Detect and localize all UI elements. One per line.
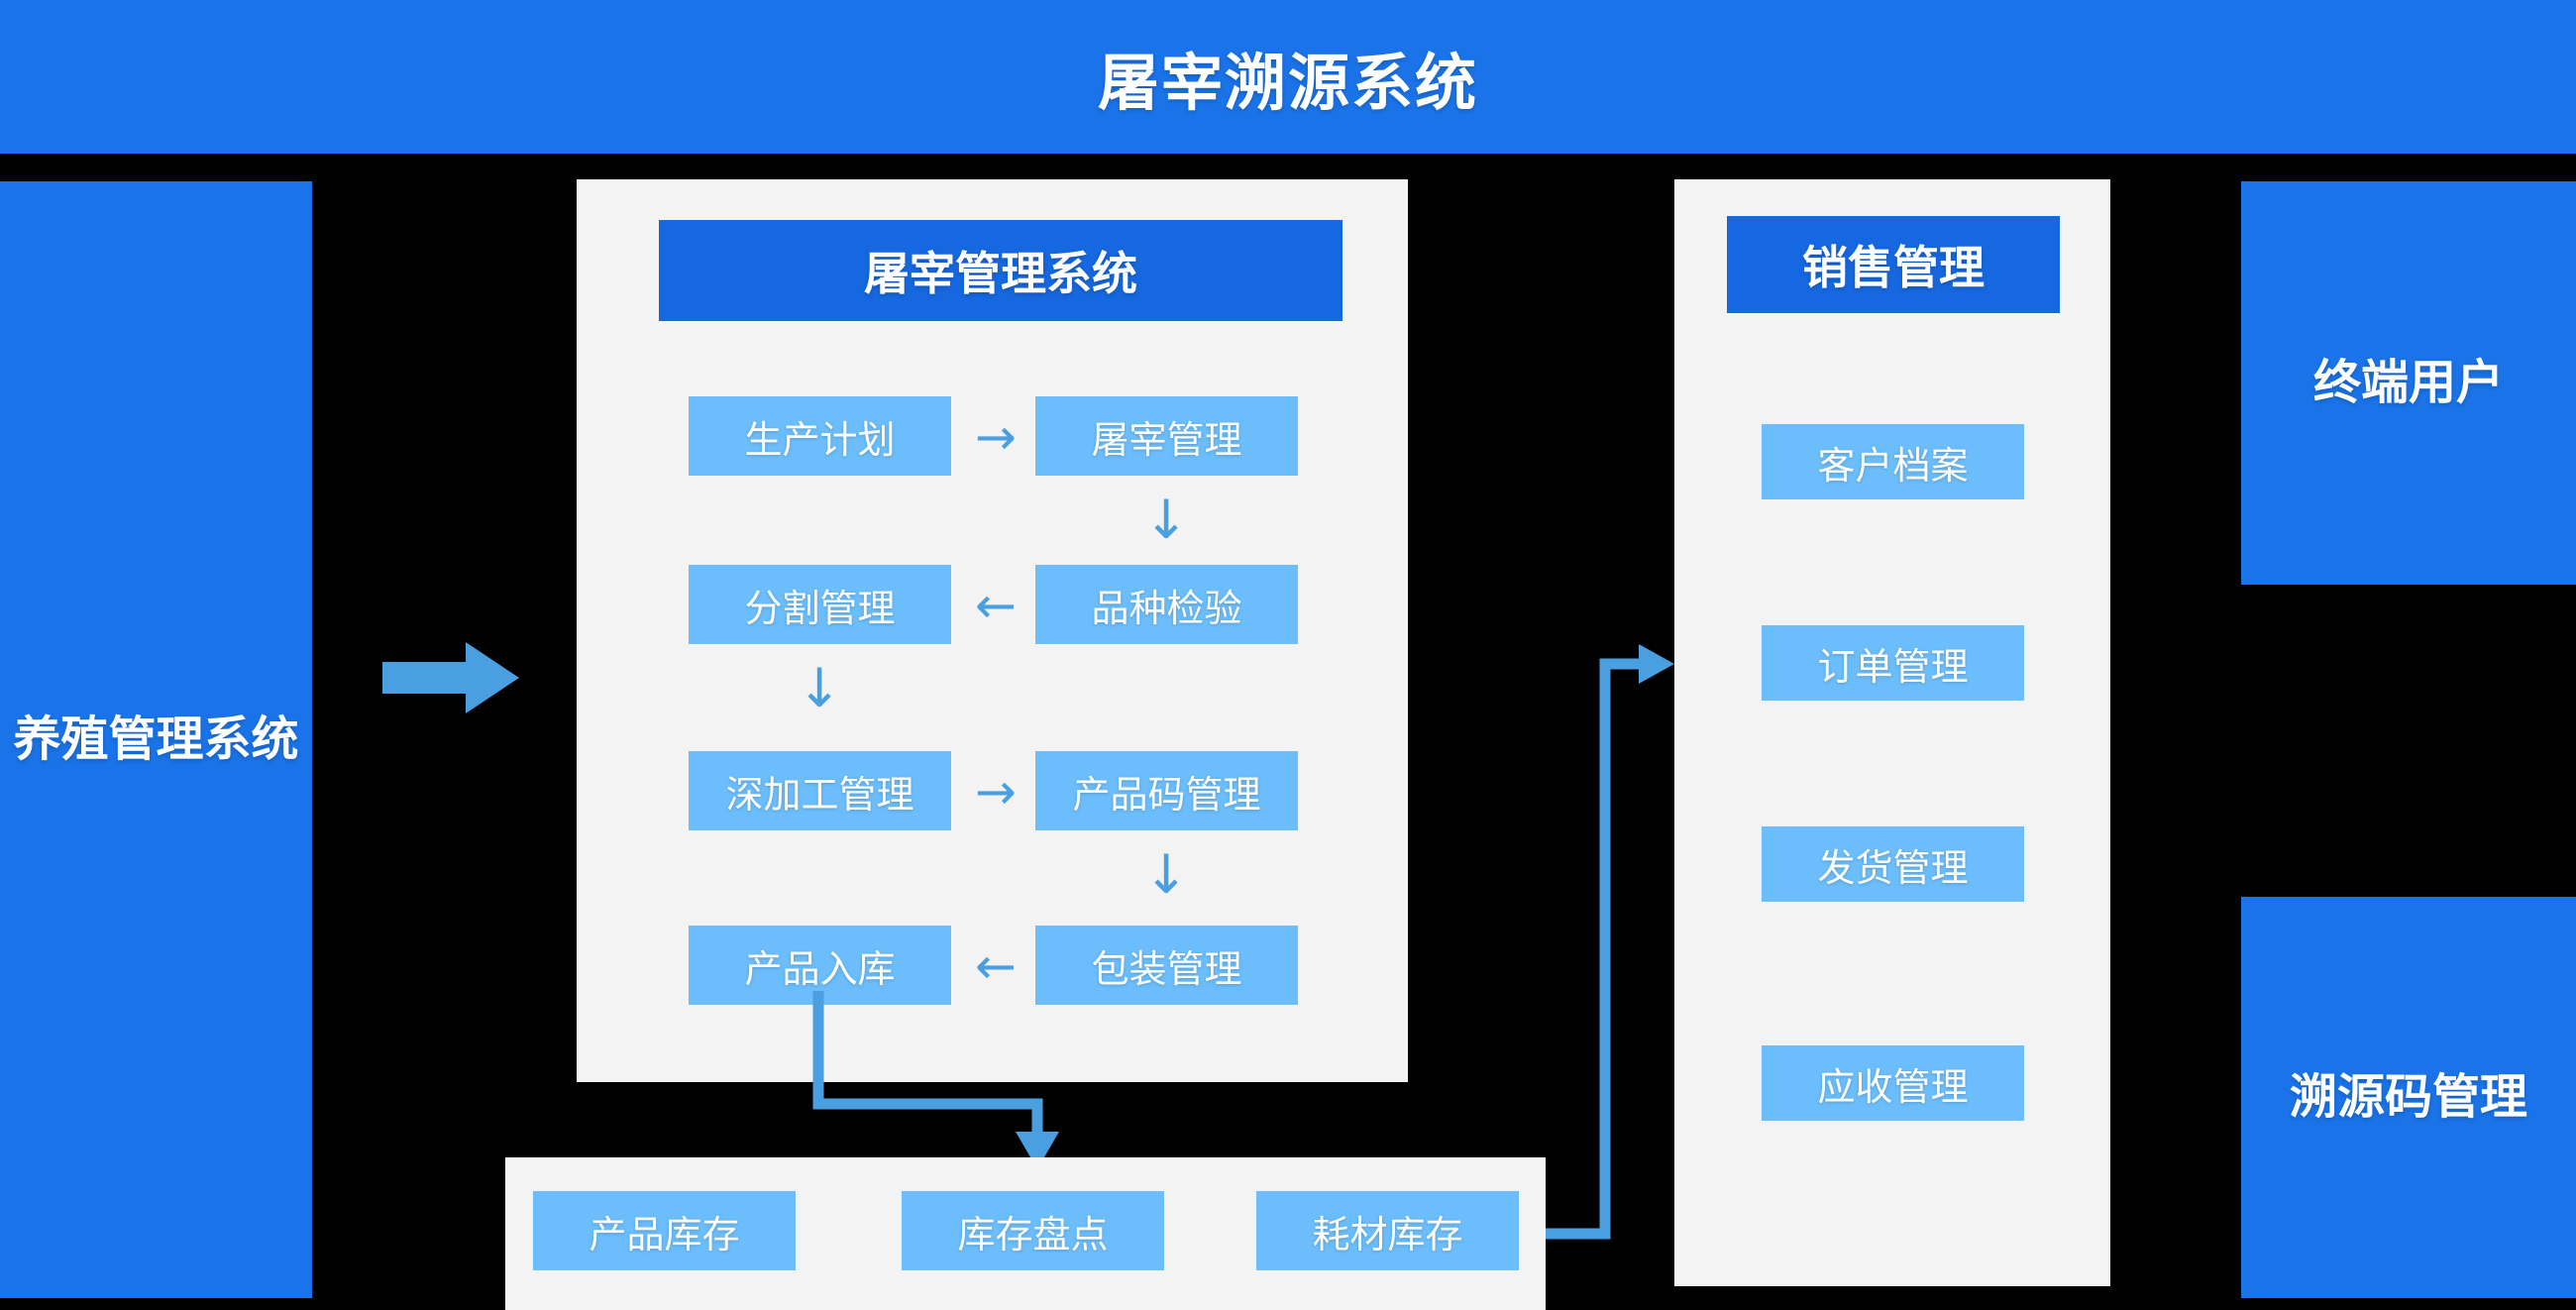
arrow-left-icon-row4: ← — [975, 937, 1017, 995]
panel-trace-code-management-label: 溯源码管理 — [2289, 1070, 2527, 1124]
panel-end-user[interactable]: 终端用户 — [2241, 181, 2576, 585]
node-packaging-management[interactable]: 包装管理 — [1035, 926, 1298, 1005]
node-shipping-management-label: 发货管理 — [1817, 847, 1969, 890]
sales-panel-header-label: 销售管理 — [1802, 242, 1985, 293]
slaughter-panel-header-label: 屠宰管理系统 — [864, 248, 1137, 299]
arrow-right-icon-row3: → — [975, 763, 1017, 820]
node-product-inventory[interactable]: 产品库存 — [533, 1191, 796, 1270]
node-consumable-inventory[interactable]: 耗材库存 — [1256, 1191, 1519, 1270]
node-packaging-management-label: 包装管理 — [1091, 948, 1242, 991]
node-slaughter-management[interactable]: 屠宰管理 — [1035, 396, 1298, 476]
node-order-management[interactable]: 订单管理 — [1762, 625, 2024, 701]
arrow-down-icon-col2-1: ↓ — [1143, 489, 1189, 551]
arrow-left-icon-row2: ← — [975, 577, 1017, 634]
node-breed-inspection-label: 品种检验 — [1091, 588, 1242, 630]
node-production-plan[interactable]: 生产计划 — [689, 396, 951, 476]
panel-end-user-label: 终端用户 — [2312, 356, 2504, 409]
node-product-warehousing-label: 产品入库 — [744, 948, 896, 991]
arrow-right-icon-row1: → — [975, 408, 1017, 466]
node-customer-profile[interactable]: 客户档案 — [1762, 424, 2024, 499]
node-shipping-management[interactable]: 发货管理 — [1762, 826, 2024, 902]
panel-trace-code-management[interactable]: 溯源码管理 — [2241, 897, 2576, 1298]
page-title-bar: 屠宰溯源系统 — [0, 0, 2576, 154]
slaughter-panel-header[interactable]: 屠宰管理系统 — [659, 220, 1342, 321]
panel-breeding-management-label: 养殖管理系统 — [13, 712, 299, 766]
arrow-down-icon-col2-2: ↓ — [1143, 843, 1189, 906]
page-title: 屠宰溯源系统 — [1097, 49, 1478, 118]
panel-breeding-management[interactable]: 养殖管理系统 — [0, 181, 312, 1298]
node-product-code-management[interactable]: 产品码管理 — [1035, 751, 1298, 830]
node-breed-inspection[interactable]: 品种检验 — [1035, 565, 1298, 644]
node-customer-profile-label: 客户档案 — [1817, 445, 1969, 488]
node-product-inventory-label: 产品库存 — [589, 1214, 740, 1256]
node-cutting-management-label: 分割管理 — [744, 588, 896, 630]
node-product-code-management-label: 产品码管理 — [1072, 774, 1261, 817]
node-deep-processing-management[interactable]: 深加工管理 — [689, 751, 951, 830]
node-slaughter-management-label: 屠宰管理 — [1091, 419, 1242, 462]
node-inventory-count-label: 库存盘点 — [957, 1214, 1109, 1256]
node-consumable-inventory-label: 耗材库存 — [1312, 1214, 1463, 1256]
node-cutting-management[interactable]: 分割管理 — [689, 565, 951, 644]
node-order-management-label: 订单管理 — [1817, 646, 1969, 689]
node-receivables-management[interactable]: 应收管理 — [1762, 1045, 2024, 1121]
node-production-plan-label: 生产计划 — [744, 419, 896, 462]
sales-panel-header[interactable]: 销售管理 — [1727, 216, 2060, 313]
arrow-down-icon-col1-1: ↓ — [797, 657, 842, 719]
node-product-warehousing[interactable]: 产品入库 — [689, 926, 951, 1005]
node-receivables-management-label: 应收管理 — [1817, 1066, 1969, 1109]
node-deep-processing-management-label: 深加工管理 — [725, 774, 914, 817]
node-inventory-count[interactable]: 库存盘点 — [902, 1191, 1164, 1270]
block-arrow-breeding-to-slaughter — [382, 642, 519, 713]
